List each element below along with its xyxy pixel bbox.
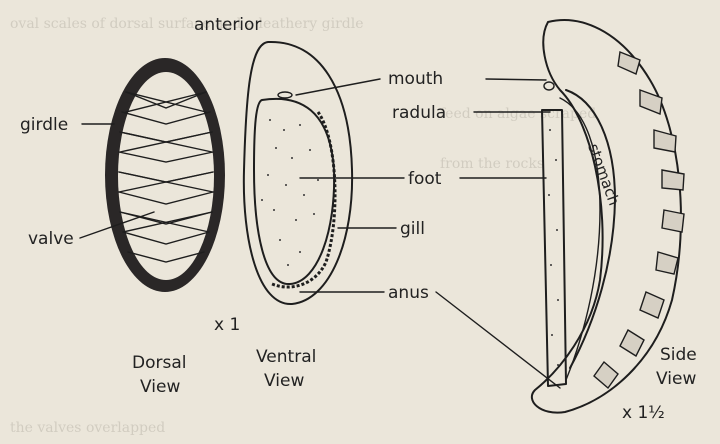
label-girdle: girdle <box>20 115 68 135</box>
dorsal-view-drawing <box>105 58 225 292</box>
svg-text:from the rocks: from the rocks <box>440 156 544 172</box>
foot-stipple <box>261 119 319 266</box>
svg-text:the valves overlapped: the valves overlapped <box>10 420 165 436</box>
label-side-1: Side <box>660 345 697 365</box>
anus-leader <box>299 291 561 389</box>
ventral-outer-outline <box>242 40 354 306</box>
valves-area <box>118 72 214 280</box>
label-anus: anus <box>388 283 429 303</box>
label-anterior: anterior <box>194 15 261 35</box>
ventral-mouth <box>277 91 293 99</box>
label-foot: foot <box>408 169 442 189</box>
paper-bleed-through: oval scales of dorsal surface and a leat… <box>10 16 596 436</box>
ventral-view-drawing <box>242 40 354 306</box>
gill-band <box>271 111 337 289</box>
valve-leader <box>79 211 155 239</box>
leader-lines <box>79 78 561 389</box>
side-foot-stipple <box>548 129 559 366</box>
label-scale-left: x 1 <box>214 315 240 335</box>
label-valve: valve <box>28 229 74 249</box>
side-shell-plates <box>593 51 685 390</box>
side-foot <box>541 109 567 387</box>
label-dorsal-2: View <box>140 377 180 397</box>
label-side-2: View <box>656 369 696 389</box>
side-shell-outline <box>530 19 682 414</box>
labels: anterior girdle valve mouth radula foot … <box>20 15 697 423</box>
valve-lines <box>118 91 214 263</box>
label-stomach: stomach <box>584 141 623 208</box>
side-stomach <box>565 89 616 369</box>
label-radula: radula <box>392 103 446 123</box>
label-dorsal-1: Dorsal <box>132 353 186 373</box>
svg-text:oval scales of dorsal surface: oval scales of dorsal surface and a leat… <box>10 16 364 32</box>
side-digestive-tract <box>559 97 601 381</box>
label-mouth: mouth <box>388 69 443 89</box>
side-view-drawing <box>530 19 685 414</box>
label-scale-right: x 1½ <box>622 403 665 423</box>
ventral-foot-outline <box>253 97 336 286</box>
mouth-leader <box>295 78 547 96</box>
label-gill: gill <box>400 219 425 239</box>
label-ventral-2: View <box>264 371 304 391</box>
label-ventral-1: Ventral <box>256 347 316 367</box>
side-mouth <box>543 81 555 91</box>
